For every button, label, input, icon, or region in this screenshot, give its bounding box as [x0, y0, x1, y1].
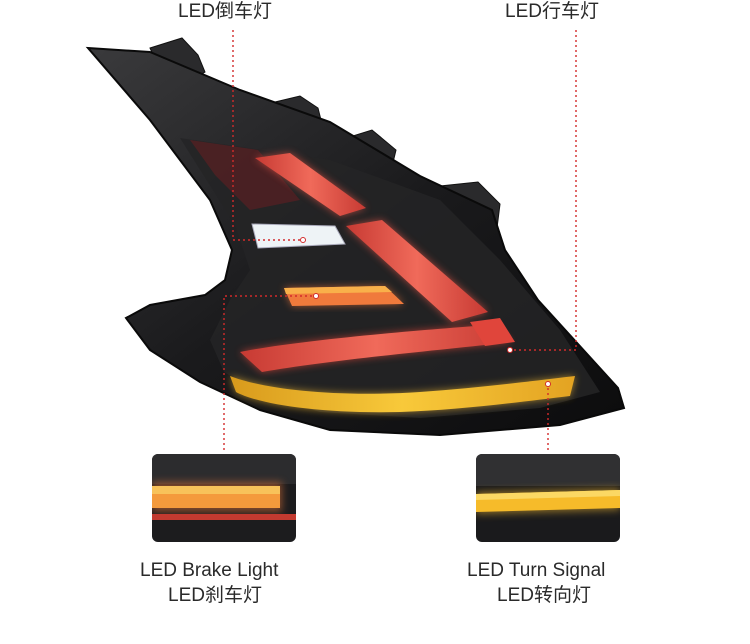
- callout-brake: [223, 295, 316, 450]
- reverse-light: [251, 223, 346, 249]
- turn-signal-label-cn: LED转向灯: [497, 585, 591, 606]
- callout-lines: [223, 30, 577, 450]
- drl-upper-bar: [255, 153, 366, 216]
- dark-red-inner-lens: [190, 140, 300, 210]
- reverse-light-label: LED倒车灯: [178, 1, 272, 22]
- red-lower-bar: [240, 318, 515, 372]
- drl-diagonal-bar: [346, 220, 488, 322]
- turn-signal-label-en: LED Turn Signal: [467, 560, 606, 581]
- drl-label: LED行车灯: [505, 1, 599, 22]
- callout-dots: [300, 237, 551, 387]
- turn-signal-bar: [230, 376, 575, 413]
- brake-light-bar: [284, 286, 404, 306]
- turn-signal-detail-image: [476, 454, 620, 542]
- callout-drl: [510, 30, 577, 351]
- callout-reverse: [232, 30, 303, 241]
- brake-light-detail-image: [152, 454, 296, 542]
- brake-light-label-cn: LED刹车灯: [168, 585, 262, 606]
- brake-light-label-en: LED Brake Light: [140, 560, 279, 581]
